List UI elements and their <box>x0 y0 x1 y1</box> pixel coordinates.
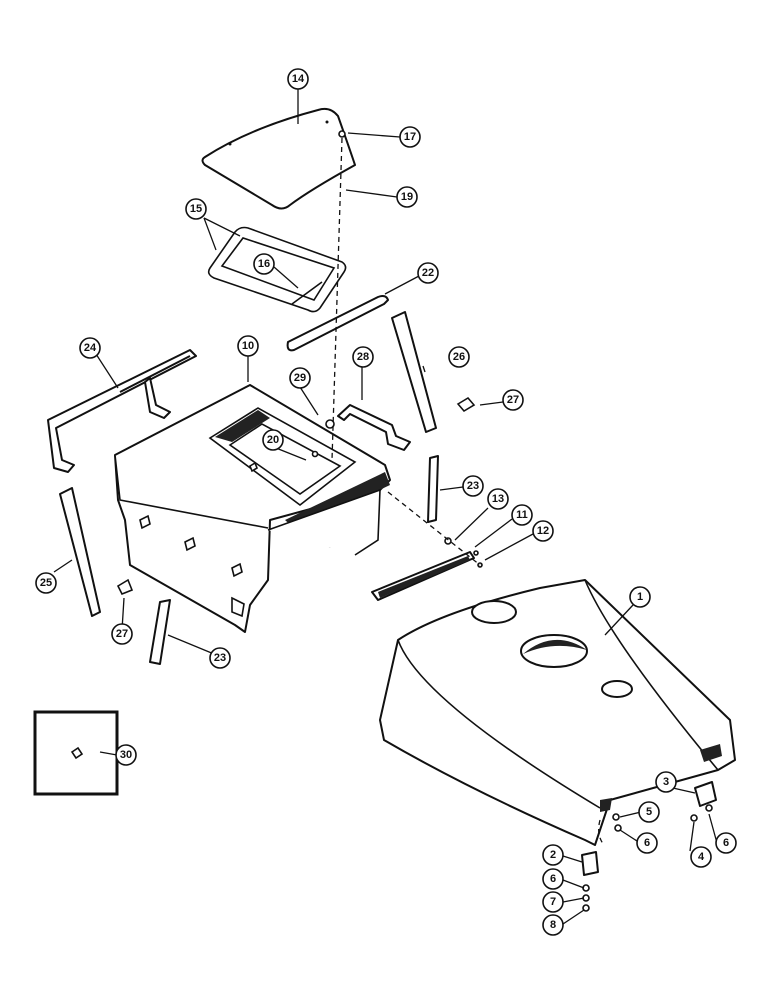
callout-13: 13 <box>487 488 509 510</box>
svg-text:22: 22 <box>422 267 434 279</box>
callout-14: 14 <box>287 68 309 90</box>
svg-text:3: 3 <box>663 776 669 788</box>
callout-27-left: 27 <box>111 623 133 645</box>
svg-text:14: 14 <box>292 73 305 85</box>
svg-text:23: 23 <box>214 652 226 664</box>
callout-6-lower: 6 <box>542 868 564 890</box>
assembly-lines <box>331 137 605 846</box>
callout-28: 28 <box>352 346 374 368</box>
part-strip-23-left <box>149 599 171 665</box>
part-main-housing <box>114 384 391 633</box>
callout-7: 7 <box>542 891 564 913</box>
part-pad-27-left <box>116 578 134 596</box>
callout-6-upper: 6 <box>636 832 658 854</box>
callout-4: 4 <box>690 846 712 868</box>
svg-text:12: 12 <box>537 525 549 537</box>
callout-29: 29 <box>289 367 311 389</box>
callout-24: 24 <box>79 337 101 359</box>
part-strip-23-right <box>427 455 439 523</box>
svg-text:19: 19 <box>401 191 413 203</box>
svg-text:20: 20 <box>267 434 279 446</box>
callout-20: 20 <box>262 429 284 451</box>
svg-text:2: 2 <box>550 849 556 861</box>
callout-22: 22 <box>417 262 439 284</box>
part-trim-channel-24 <box>47 349 197 473</box>
leader-lines <box>53 89 718 925</box>
part-cover-plate <box>201 107 356 210</box>
part-bracket-2 <box>581 851 599 876</box>
svg-text:4: 4 <box>698 851 705 863</box>
svg-text:29: 29 <box>294 372 306 384</box>
svg-text:8: 8 <box>550 919 556 931</box>
callout-17: 17 <box>399 126 421 148</box>
part-grille-11 <box>371 551 475 601</box>
callout-1: 1 <box>629 586 651 608</box>
part-hood <box>379 579 736 846</box>
svg-text:24: 24 <box>84 342 97 354</box>
svg-text:5: 5 <box>646 806 652 818</box>
callout-15: 15 <box>185 198 207 220</box>
callout-30: 30 <box>115 744 137 766</box>
svg-text:15: 15 <box>190 203 202 215</box>
callout-11: 11 <box>511 504 533 526</box>
svg-text:28: 28 <box>357 351 369 363</box>
callout-25: 25 <box>35 572 57 594</box>
svg-text:16: 16 <box>258 258 270 270</box>
svg-text:7: 7 <box>550 896 556 908</box>
part-strip-25 <box>59 487 101 617</box>
callout-23-right: 23 <box>462 475 484 497</box>
callout-26: 26 <box>448 346 470 368</box>
part-pad-27-right <box>456 396 476 413</box>
svg-text:6: 6 <box>644 837 650 849</box>
svg-text:13: 13 <box>492 493 504 505</box>
svg-text:1: 1 <box>637 591 643 603</box>
svg-text:17: 17 <box>404 131 416 143</box>
svg-text:11: 11 <box>516 509 528 521</box>
svg-text:27: 27 <box>507 394 519 406</box>
callout-5: 5 <box>638 801 660 823</box>
hardware-fasteners <box>311 130 713 912</box>
part-bracket-3 <box>694 781 717 807</box>
part-strip-26 <box>391 311 437 433</box>
svg-text:30: 30 <box>120 749 132 761</box>
part-strip-22 <box>286 295 389 352</box>
svg-text:25: 25 <box>40 577 52 589</box>
callout-8: 8 <box>542 914 564 936</box>
svg-text:6: 6 <box>550 873 556 885</box>
callout-3: 3 <box>655 771 677 793</box>
callout-12: 12 <box>532 520 554 542</box>
callout-2: 2 <box>542 844 564 866</box>
svg-text:10: 10 <box>242 340 254 352</box>
callout-23-left: 23 <box>209 647 231 669</box>
svg-text:27: 27 <box>116 628 128 640</box>
callout-27-right: 27 <box>502 389 524 411</box>
callout-19: 19 <box>396 186 418 208</box>
callout-10: 10 <box>237 335 259 357</box>
svg-text:26: 26 <box>453 351 465 363</box>
part-bracket-28 <box>337 404 411 451</box>
svg-text:23: 23 <box>467 480 479 492</box>
callout-6-right: 6 <box>715 832 737 854</box>
svg-text:6: 6 <box>723 837 729 849</box>
callout-16: 16 <box>253 253 275 275</box>
